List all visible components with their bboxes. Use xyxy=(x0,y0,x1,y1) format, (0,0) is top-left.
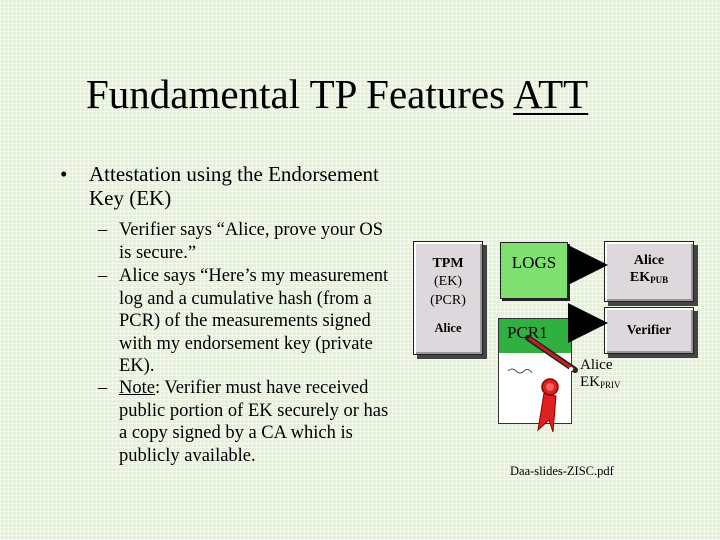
tpm-pcr-label: (PCR) xyxy=(430,293,466,308)
tpm-ek-label: (EK) xyxy=(434,274,462,289)
pen-icon xyxy=(525,335,578,373)
note-label: Note xyxy=(119,378,155,398)
tpm-label: TPM xyxy=(432,256,464,271)
bullet-1: • Attestation using the Endorsement Key … xyxy=(60,162,390,210)
alice-priv-ek: EK xyxy=(580,374,600,390)
subbullet-marker: – xyxy=(98,266,108,286)
alice-pub-sub: PUB xyxy=(650,275,669,285)
subbullet-1: – Verifier says “Alice, prove your OS is… xyxy=(98,219,400,264)
subbullet-text: Verifier says “Alice, prove your OS is s… xyxy=(119,220,384,263)
signature-scribble xyxy=(507,368,533,374)
title-underlined: ATT xyxy=(513,71,589,117)
pcr1-document: PCR1 xyxy=(498,318,572,424)
tpm-owner-label: Alice xyxy=(434,321,462,335)
subbullet-3: – Note: Verifier must have received publ… xyxy=(98,377,400,467)
title-main: Fundamental TP Features xyxy=(86,71,506,117)
alice-ek-pub-box: Alice EKPUB xyxy=(604,241,694,302)
verifier-box: Verifier xyxy=(604,307,694,354)
pcr1-band xyxy=(499,319,571,353)
logs-box: LOGS xyxy=(500,242,568,299)
subbullet-text: Alice says “Here’s my measurement log an… xyxy=(119,266,389,376)
alice-pub-line2: EKPUB xyxy=(605,269,693,289)
pcr1-label: PCR1 xyxy=(507,323,548,342)
alice-priv-sub: PRIV xyxy=(600,380,621,390)
source-caption: Daa-slides-ZISC.pdf xyxy=(510,464,614,478)
subbullet-2: – Alice says “Here’s my measurement log … xyxy=(98,265,400,378)
alice-pub-line1: Alice xyxy=(633,253,665,268)
subbullet-marker: – xyxy=(98,220,108,240)
tpm-box: TPM (EK) (PCR) Alice xyxy=(413,241,483,355)
alice-ek-priv-label: Alice EKPRIV xyxy=(580,357,621,394)
alice-priv-line2: EKPRIV xyxy=(580,374,621,394)
note-text: : Verifier must have received public por… xyxy=(119,378,389,466)
subbullet-text: Note: Verifier must have received public… xyxy=(119,377,400,467)
subbullet-marker: – xyxy=(98,378,108,398)
bullet-marker: • xyxy=(60,162,68,186)
seal-icon xyxy=(537,378,559,433)
bullet-text: Attestation using the Endorsement Key (E… xyxy=(89,162,379,210)
alice-priv-line1: Alice xyxy=(580,357,613,373)
slide-title: Fundamental TP Features ATT xyxy=(86,70,686,118)
alice-pub-ek: EK xyxy=(629,270,651,285)
